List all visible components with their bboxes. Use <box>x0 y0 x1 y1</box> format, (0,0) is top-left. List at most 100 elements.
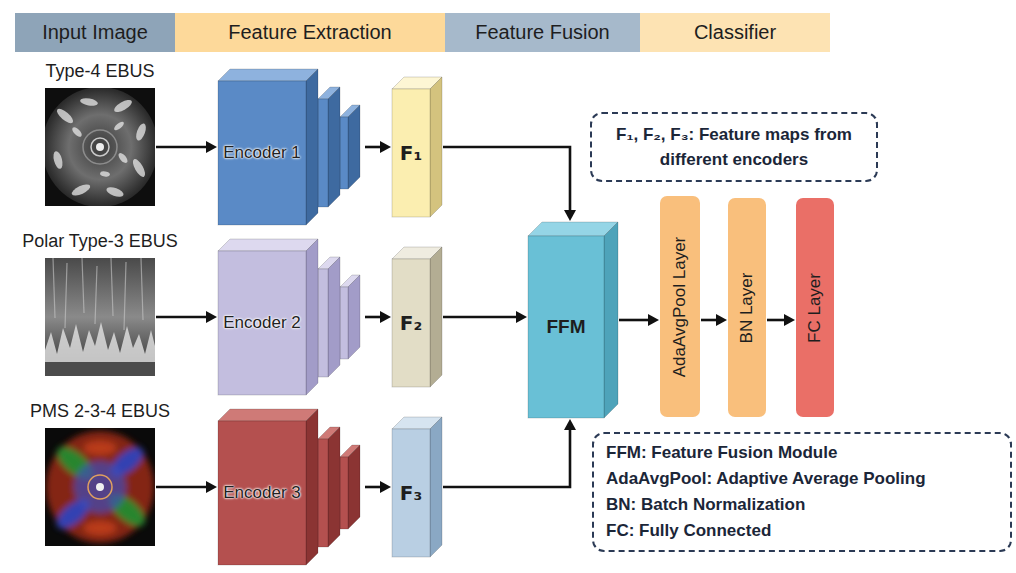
arrow-head <box>516 311 527 323</box>
text-area: F₃ <box>392 429 430 557</box>
stage-title: Feature Fusion <box>475 21 610 44</box>
text-area: F₁ <box>392 89 430 217</box>
layer-label: BN Layer <box>737 272 757 343</box>
connector <box>443 311 527 323</box>
slab-side <box>306 239 318 395</box>
illustration-part <box>131 157 148 178</box>
connector <box>701 314 727 326</box>
arrow-head <box>784 314 795 326</box>
slab-side <box>604 222 618 418</box>
slab-front <box>218 251 306 395</box>
illustration-part <box>84 521 116 535</box>
image-panel: PMS 2-3-4 EBUS <box>45 428 155 546</box>
illustration-part <box>45 428 155 546</box>
slab-side <box>328 257 340 377</box>
connector <box>365 141 391 153</box>
illustration-part <box>117 151 129 164</box>
connector <box>156 311 217 323</box>
slab-side <box>348 275 360 359</box>
illustration-part <box>111 258 113 316</box>
illustration-part <box>55 107 75 126</box>
illustration-part <box>84 441 116 455</box>
illustration-part <box>71 126 84 139</box>
arrow-head <box>380 311 391 323</box>
encoder-label: Encoder 3 <box>223 483 301 503</box>
illustration-part <box>112 98 133 115</box>
illustration-part <box>65 263 67 328</box>
illustration-part <box>141 258 143 320</box>
illustration-part <box>113 120 125 132</box>
slab-side <box>328 427 340 547</box>
slab-front <box>528 236 604 418</box>
connector-line <box>365 486 381 489</box>
slab-front <box>392 429 430 557</box>
slab-front <box>318 439 328 547</box>
illustration-part <box>100 171 111 178</box>
slab-front <box>318 99 328 207</box>
layer-box: AdaAvgPool Layer <box>660 196 700 417</box>
arrow-head <box>206 141 217 153</box>
slab-top <box>528 222 618 236</box>
slab-top <box>218 239 318 251</box>
stage-title: Feature Extraction <box>228 21 391 44</box>
arrow-head <box>564 210 576 221</box>
illustration-part <box>52 150 64 169</box>
feature-map: F₃ <box>392 417 442 557</box>
connector-line <box>156 486 207 489</box>
connector <box>156 481 217 493</box>
illustration-part <box>124 262 126 330</box>
abbreviation-text: FC: Fully Connected <box>606 518 771 544</box>
ebus-image <box>45 88 155 206</box>
connector-line <box>365 316 381 319</box>
illustration-part <box>46 431 154 543</box>
connector-line <box>619 319 649 322</box>
layer-label: AdaAvgPool Layer <box>670 236 690 377</box>
slab-side <box>306 409 318 565</box>
connector <box>156 141 217 153</box>
stage-header: Classifier <box>640 13 830 52</box>
slab-side <box>430 247 442 387</box>
text-area: F₂ <box>392 259 430 387</box>
layer-label: FC Layer <box>805 273 825 343</box>
illustration-part <box>82 258 84 313</box>
feature-label: F₁ <box>400 141 422 165</box>
illustration-part <box>105 185 125 199</box>
slab-side <box>348 105 360 189</box>
illustration-part <box>91 138 109 156</box>
stage-header: Input Image <box>15 13 175 52</box>
slab-front <box>392 89 430 217</box>
layer-box: BN Layer <box>728 198 766 417</box>
slab-top <box>218 409 318 421</box>
slab-front <box>218 421 306 565</box>
feature-label: F₂ <box>400 311 422 335</box>
fusion-label: FFM <box>546 316 585 338</box>
connector-line <box>443 429 570 487</box>
slab-side <box>348 445 360 529</box>
illustration-part <box>96 483 104 491</box>
arrow-head <box>564 419 576 430</box>
arrow-head <box>716 314 727 326</box>
arrow-head <box>206 311 217 323</box>
stage-title: Classifier <box>694 21 776 44</box>
connector-line <box>156 146 207 149</box>
illustration-part <box>45 362 155 376</box>
fusion-block: FFM <box>528 222 618 418</box>
arrow-head <box>648 314 659 326</box>
text-area: FFM <box>528 236 604 418</box>
image-label: Type-4 EBUS <box>45 61 154 82</box>
image-label: PMS 2-3-4 EBUS <box>30 401 170 422</box>
connector-line <box>156 316 207 319</box>
slab-front <box>340 117 348 189</box>
illustration-part <box>83 130 117 164</box>
feature-label: F₃ <box>400 481 422 505</box>
image-panel: Polar Type-3 EBUS <box>45 258 155 376</box>
abbreviation-text: AdaAvgPool: Adaptive Average Pooling <box>606 466 926 492</box>
illustration-part <box>80 97 99 107</box>
arrow-head <box>206 481 217 493</box>
ebus-image <box>45 258 155 376</box>
stage-header: Feature Extraction <box>175 13 445 52</box>
slab-front <box>392 259 430 387</box>
abbreviation-text: BN: Batch Normalization <box>606 492 805 518</box>
slab-front <box>318 269 328 377</box>
